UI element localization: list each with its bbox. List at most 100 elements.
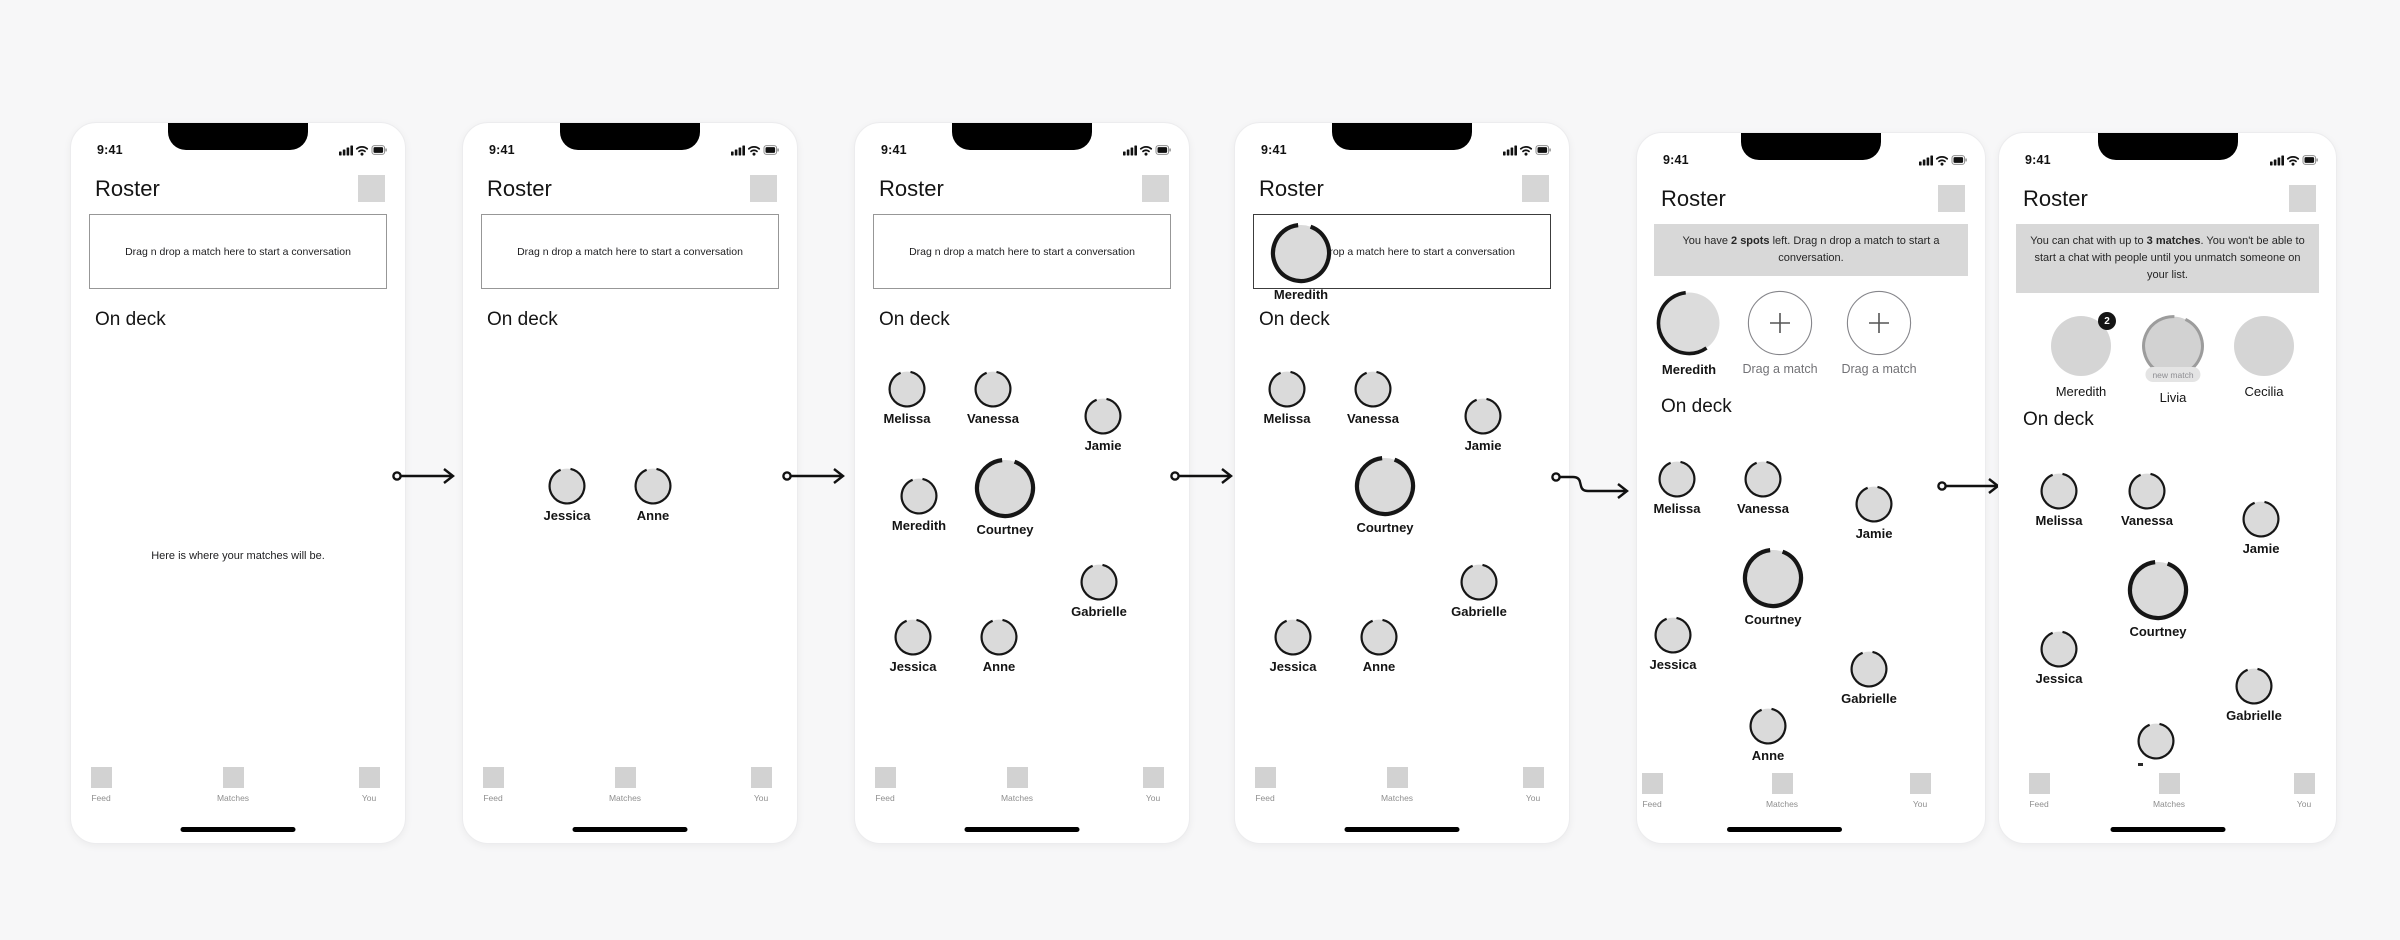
- match-dropzone[interactable]: Drag n drop a match here to start a conv…: [89, 214, 387, 289]
- avatar-circle: [1658, 460, 1696, 498]
- clipped-label-mark: [2138, 763, 2143, 766]
- tab-matches[interactable]: Matches: [1750, 773, 1814, 809]
- home-indicator[interactable]: [2110, 827, 2225, 832]
- home-indicator[interactable]: [572, 827, 688, 832]
- tab-matches[interactable]: Matches: [985, 767, 1049, 803]
- avatar-jessica[interactable]: Jessica: [2036, 630, 2083, 686]
- tab-matches[interactable]: Matches: [201, 767, 265, 803]
- plus-icon: [1770, 313, 1790, 333]
- flow-arrow-3: [1170, 468, 1233, 484]
- dropzone-hint: Drag n drop a match here to start a conv…: [909, 245, 1135, 258]
- avatar-courtney[interactable]: Courtney: [1354, 455, 1416, 535]
- tab-feed[interactable]: Feed: [461, 767, 525, 803]
- tab-matches-label: Matches: [608, 793, 642, 803]
- avatar-label: Meredith: [2055, 384, 2107, 399]
- banner-text: . You won't be able to start a chat with…: [2034, 235, 2305, 282]
- tab-matches[interactable]: Matches: [1365, 767, 1429, 803]
- roster-avatar-meredith[interactable]: 2 Meredith: [2049, 312, 2116, 399]
- avatar-meredith-dragging[interactable]: Meredith: [1270, 222, 1332, 302]
- tab-you[interactable]: You: [2272, 773, 2336, 809]
- avatar-anne[interactable]: Anne: [634, 467, 672, 523]
- avatar-label: Anne: [636, 508, 670, 523]
- avatar-anne[interactable]: Anne: [980, 618, 1018, 674]
- you-icon: [1142, 767, 1164, 788]
- on-deck-heading: On deck: [95, 309, 166, 330]
- match-dropzone[interactable]: Drag n drop a match here to start a conv…: [481, 214, 779, 289]
- feed-icon: [1641, 773, 1663, 794]
- matches-icon: [1771, 773, 1793, 794]
- avatar-melissa[interactable]: Melissa: [2036, 472, 2082, 528]
- avatar-jessica[interactable]: Jessica: [890, 618, 937, 674]
- avatar-vanessa[interactable]: Vanessa: [2121, 472, 2173, 528]
- profile-placeholder[interactable]: [358, 175, 385, 202]
- banner-bold-text: 3 matches: [2146, 235, 2201, 247]
- avatar-jessica[interactable]: Jessica: [544, 467, 591, 523]
- phone-screen-3: 9:41 Roster Drag n drop a match here to …: [854, 122, 1190, 844]
- tab-you[interactable]: You: [729, 767, 793, 803]
- tab-matches[interactable]: Matches: [593, 767, 657, 803]
- avatar-jessica[interactable]: Jessica: [1270, 618, 1317, 674]
- tab-you[interactable]: You: [337, 767, 401, 803]
- avatar-melissa[interactable]: Melissa: [1264, 370, 1310, 426]
- avatar-jamie[interactable]: Jamie: [1855, 485, 1893, 541]
- flow-arrow-2: [782, 468, 845, 484]
- avatar-circle: [1080, 563, 1118, 601]
- avatar-gabrielle[interactable]: Gabrielle: [1071, 563, 1127, 619]
- avatar-jessica[interactable]: Jessica: [1650, 616, 1697, 672]
- empty-match-slot-2[interactable]: Drag a match: [1841, 290, 1917, 376]
- avatar-melissa[interactable]: Melissa: [884, 370, 930, 426]
- avatar-vanessa[interactable]: Vanessa: [1347, 370, 1399, 426]
- tab-feed[interactable]: Feed: [2007, 773, 2071, 809]
- avatar-anne[interactable]: [2137, 722, 2175, 766]
- avatar-jamie[interactable]: Jamie: [1464, 397, 1502, 453]
- tab-feed[interactable]: Feed: [853, 767, 917, 803]
- feed-icon: [1254, 767, 1276, 788]
- phone-screen-4: 9:41 Roster Drag n drop a match here to …: [1234, 122, 1570, 844]
- roster-avatar-meredith[interactable]: Meredith: [1656, 290, 1722, 377]
- home-indicator[interactable]: [1727, 827, 1842, 832]
- avatar-meredith[interactable]: Meredith: [892, 477, 946, 533]
- roster-avatar-livia[interactable]: new match Livia: [2141, 314, 2205, 405]
- avatar-jamie[interactable]: Jamie: [2242, 500, 2280, 556]
- avatar-circle: [1464, 397, 1502, 435]
- avatar-jamie[interactable]: Jamie: [1084, 397, 1122, 453]
- tab-you[interactable]: You: [1501, 767, 1565, 803]
- avatar-courtney[interactable]: Courtney: [1742, 547, 1804, 627]
- profile-placeholder[interactable]: [1938, 185, 1965, 212]
- avatar-circle: [1360, 618, 1398, 656]
- avatar-vanessa[interactable]: Vanessa: [967, 370, 1019, 426]
- tab-you[interactable]: You: [1121, 767, 1185, 803]
- you-icon: [358, 767, 380, 788]
- avatar-gabrielle[interactable]: Gabrielle: [1451, 563, 1507, 619]
- tab-matches[interactable]: Matches: [2137, 773, 2201, 809]
- tab-you[interactable]: You: [1888, 773, 1952, 809]
- avatar-circle: [1654, 616, 1692, 654]
- status-time: 9:41: [1261, 143, 1287, 157]
- home-indicator[interactable]: [964, 827, 1080, 832]
- empty-match-slot-1[interactable]: Drag a match: [1742, 290, 1818, 376]
- match-dropzone[interactable]: Drag n drop a match here to start a conv…: [873, 214, 1171, 289]
- tab-feed[interactable]: Feed: [1233, 767, 1297, 803]
- avatar-circle: [1749, 707, 1787, 745]
- profile-placeholder[interactable]: [2289, 185, 2316, 212]
- tab-feed[interactable]: Feed: [1620, 773, 1684, 809]
- avatar-circle: [634, 467, 672, 505]
- home-indicator[interactable]: [1344, 827, 1460, 832]
- avatar-gabrielle[interactable]: Gabrielle: [2226, 667, 2282, 723]
- profile-placeholder[interactable]: [1142, 175, 1169, 202]
- profile-placeholder[interactable]: [750, 175, 777, 202]
- avatar-anne[interactable]: Anne: [1749, 707, 1787, 763]
- profile-placeholder[interactable]: [1522, 175, 1549, 202]
- roster-avatar-cecilia[interactable]: Cecilia: [2232, 314, 2296, 399]
- avatar-melissa[interactable]: Melissa: [1654, 460, 1700, 516]
- avatar-circle: [2242, 500, 2280, 538]
- avatar-courtney[interactable]: Courtney: [974, 457, 1036, 537]
- page-title: Roster: [879, 176, 944, 201]
- home-indicator[interactable]: [180, 827, 296, 832]
- avatar-courtney[interactable]: Courtney: [2127, 559, 2189, 639]
- avatar-vanessa[interactable]: Vanessa: [1737, 460, 1789, 516]
- avatar-label: Jessica: [1649, 657, 1697, 672]
- avatar-gabrielle[interactable]: Gabrielle: [1841, 650, 1897, 706]
- tab-feed[interactable]: Feed: [69, 767, 133, 803]
- avatar-anne[interactable]: Anne: [1360, 618, 1398, 674]
